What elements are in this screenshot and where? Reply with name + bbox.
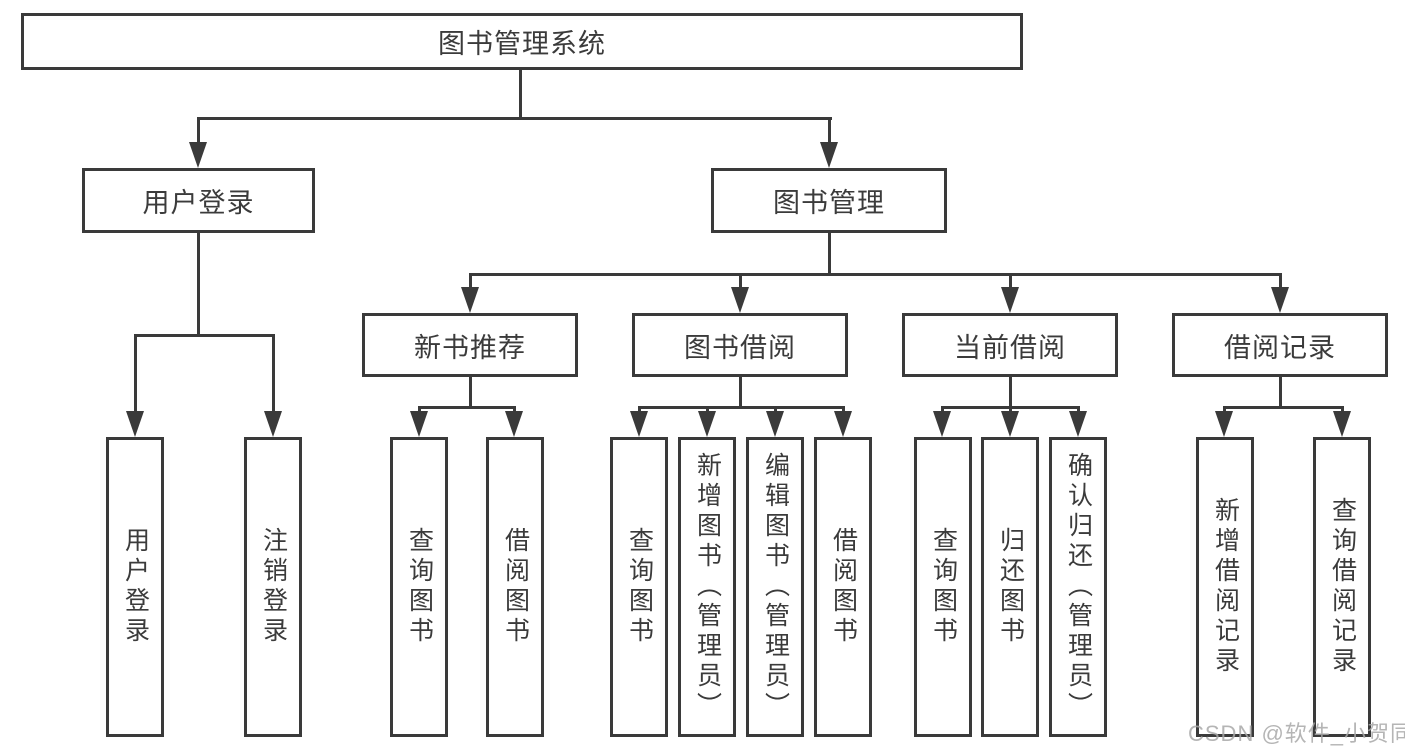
leaf-logout: 注销登录 (244, 437, 302, 737)
node-label: 归还图书 (996, 527, 1025, 647)
arrow-down-icon (1333, 411, 1351, 437)
arrow-down-icon (731, 287, 749, 313)
arrow-down-icon (461, 287, 479, 313)
connector-line (1279, 377, 1282, 408)
connector-line (272, 334, 275, 412)
node-book-borrowing: 图书借阅 (632, 313, 848, 377)
connector-line (1009, 273, 1012, 289)
node-label: 借阅图书 (501, 527, 530, 647)
leaf-edit-books-admin: 编辑图书（管理员） (746, 437, 804, 737)
csdn-watermark: CSDN @软件_小贺同学 (1188, 721, 1405, 746)
leaf-add-borrow-record: 新增借阅记录 (1196, 437, 1254, 737)
connector-line (519, 70, 522, 118)
leaf-user-login: 用户登录 (106, 437, 164, 737)
leaf-borrow-books-recommend: 借阅图书 (486, 437, 544, 737)
connector-line (1223, 406, 1344, 409)
connector-line (469, 273, 1282, 276)
leaf-return-books: 归还图书 (981, 437, 1039, 737)
connector-line (418, 406, 516, 409)
node-label: 借阅图书 (829, 527, 858, 647)
node-label: 查询借阅记录 (1328, 497, 1357, 677)
connector-line (1009, 377, 1012, 408)
leaf-borrow-books-borrowing: 借阅图书 (814, 437, 872, 737)
leaf-query-books-borrowing: 查询图书 (610, 437, 668, 737)
node-new-book-recommend: 新书推荐 (362, 313, 578, 377)
node-label: 用户登录 (142, 188, 255, 218)
node-label: 注销登录 (259, 527, 288, 647)
connector-line (197, 117, 832, 120)
arrow-down-icon (1271, 287, 1289, 313)
node-user-login: 用户登录 (82, 168, 315, 233)
leaf-query-borrow-record: 查询借阅记录 (1313, 437, 1371, 737)
connector-line (513, 406, 516, 414)
node-label: 图书借阅 (684, 332, 796, 363)
node-label: 用户登录 (121, 527, 150, 647)
node-root-system: 图书管理系统 (21, 13, 1023, 70)
arrow-down-icon (410, 411, 428, 437)
connector-line (1279, 273, 1282, 289)
arrow-down-icon (834, 411, 852, 437)
connector-line (706, 406, 709, 414)
connector-line (418, 406, 421, 414)
connector-line (134, 334, 137, 412)
leaf-add-books-admin: 新增图书（管理员） (678, 437, 736, 737)
node-label: 当前借阅 (954, 332, 1066, 363)
arrow-down-icon (189, 142, 207, 168)
connector-line (197, 233, 200, 336)
arrow-down-icon (698, 411, 716, 437)
connector-line (1077, 406, 1080, 414)
arrow-down-icon (820, 142, 838, 168)
connector-line (828, 117, 831, 145)
node-borrowing-records: 借阅记录 (1172, 313, 1388, 377)
node-label: 新书推荐 (414, 332, 526, 363)
arrow-down-icon (933, 411, 951, 437)
connector-line (739, 273, 742, 289)
arrow-down-icon (766, 411, 784, 437)
node-current-borrowing: 当前借阅 (902, 313, 1118, 377)
connector-line (1009, 406, 1012, 414)
node-label: 查询图书 (929, 527, 958, 647)
connector-line (638, 406, 845, 409)
node-book-management: 图书管理 (711, 168, 947, 233)
connector-line (134, 334, 275, 337)
leaf-confirm-return-admin: 确认归还（管理员） (1049, 437, 1107, 737)
node-label: 编辑图书（管理员） (761, 452, 790, 722)
leaf-query-books-current: 查询图书 (914, 437, 972, 737)
connector-line (469, 377, 472, 408)
node-label: 新增借阅记录 (1211, 497, 1240, 677)
node-label: 图书管理 (773, 188, 885, 218)
arrow-down-icon (1069, 411, 1087, 437)
connector-line (774, 406, 777, 414)
connector-line (638, 406, 641, 414)
arrow-down-icon (264, 411, 282, 437)
connector-line (469, 273, 472, 289)
node-label: 借阅记录 (1224, 332, 1336, 363)
node-label: 新增图书（管理员） (693, 452, 722, 722)
node-label: 图书管理系统 (438, 29, 606, 59)
arrow-down-icon (505, 411, 523, 437)
arrow-down-icon (1001, 411, 1019, 437)
connector-line (842, 406, 845, 414)
node-label: 确认归还（管理员） (1064, 452, 1093, 722)
connector-line (1223, 406, 1226, 414)
connector-line (1341, 406, 1344, 414)
connector-line (197, 117, 200, 145)
arrow-down-icon (630, 411, 648, 437)
leaf-query-books-recommend: 查询图书 (390, 437, 448, 737)
node-label: 查询图书 (625, 527, 654, 647)
connector-line (828, 233, 831, 275)
arrow-down-icon (1215, 411, 1233, 437)
arrow-down-icon (1001, 287, 1019, 313)
node-label: 查询图书 (405, 527, 434, 647)
connector-line (739, 377, 742, 408)
connector-line (941, 406, 944, 414)
arrow-down-icon (126, 411, 144, 437)
